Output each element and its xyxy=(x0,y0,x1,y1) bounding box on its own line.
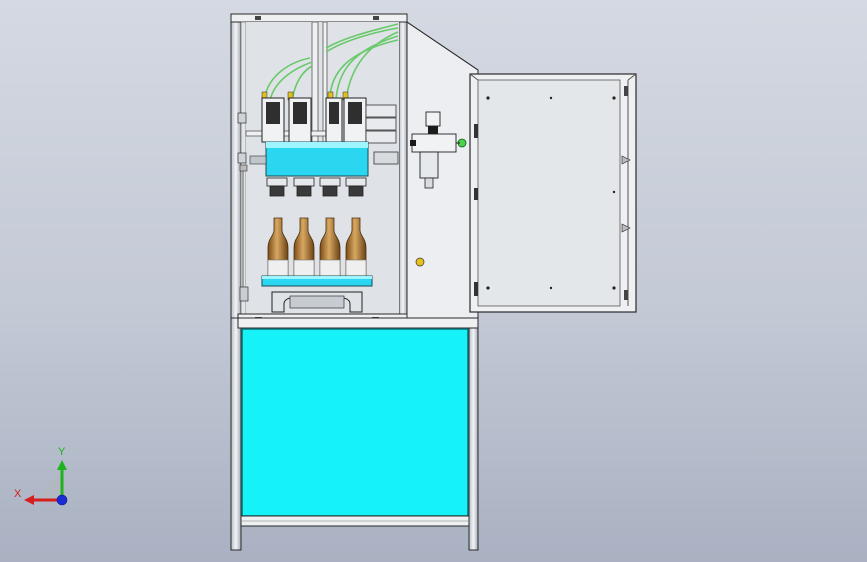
valve-cylinders xyxy=(261,97,399,165)
axis-x-label: X xyxy=(14,488,22,500)
side-panel xyxy=(406,21,479,321)
filter-regulator-unit xyxy=(410,111,467,189)
left-post xyxy=(230,21,242,323)
cabinet-door[interactable] xyxy=(469,73,637,313)
upper-cabinet[interactable] xyxy=(230,13,411,323)
filling-nozzles xyxy=(266,177,367,197)
axis-y-label: Y xyxy=(58,446,66,458)
axis-triad: X Y xyxy=(14,446,68,506)
right-post xyxy=(398,21,408,323)
lower-cabinet[interactable] xyxy=(230,317,479,551)
lower-cyan-panel xyxy=(241,328,469,517)
